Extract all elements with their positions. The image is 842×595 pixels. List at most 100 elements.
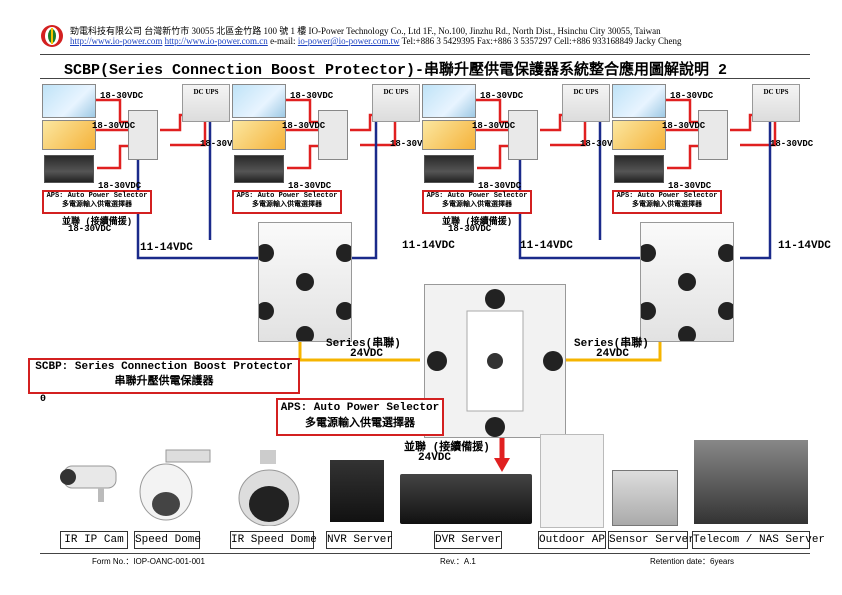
nas-server-image	[694, 440, 808, 524]
speed-dome-image	[136, 444, 216, 524]
aps-mini-2	[318, 110, 348, 160]
voltage-label: 18-30VDC	[282, 121, 326, 131]
nvr-server-image	[330, 460, 384, 522]
contact-line: http://www.io-power.com http://www.io-po…	[70, 36, 682, 46]
phone-numbers: Tel:+886 3 5429395 Fax:+886 3 5357297 Ce…	[399, 36, 682, 46]
company-logo	[40, 24, 64, 48]
aps-mini-1	[128, 110, 158, 160]
power-adapter-4	[614, 155, 664, 183]
email-link[interactable]: io-power@io-power.com.tw	[297, 36, 400, 46]
voltage-label: 18-30VDC	[68, 224, 112, 234]
dc-ups-2: DC UPS	[372, 84, 420, 122]
scbp-unit-right	[638, 222, 736, 344]
solar-wind-panel-3	[422, 84, 476, 118]
zero-marker: 0	[40, 394, 47, 405]
voltage-label: 18-30VDC	[92, 121, 136, 131]
website-cn-link[interactable]: http://www.io-power.com.cn	[164, 36, 268, 46]
parallel-label: 並聯 (接續備援)	[62, 217, 133, 227]
scbp-label-en: SCBP: Series Connection Boost Protector	[35, 361, 293, 373]
power-adapter-1	[44, 155, 94, 183]
parallel-output-label: 並聯 (接續備援)	[404, 442, 490, 454]
solar-panel-4	[612, 120, 666, 150]
voltage-label: 24VDC	[418, 452, 452, 464]
voltage-label: 11-14VDC	[778, 240, 831, 252]
voltage-label: 18-30VDC	[668, 181, 712, 191]
solar-wind-panel-1	[42, 84, 96, 118]
dvr-server-image	[400, 474, 532, 524]
parallel-label: 並聯 (接續備援)	[442, 217, 513, 227]
series-label-right: Series(串聯)	[574, 338, 649, 350]
voltage-label: 18-30VDC	[98, 181, 142, 191]
device-caption: IR Speed Dome	[230, 531, 317, 549]
power-adapter-3	[424, 155, 474, 183]
aps-label-zh: 多電源輸入供電選擇器	[442, 201, 512, 209]
aps-label-zh: 多電源輸入供電選擇器	[632, 201, 702, 209]
device-caption: Sensor Server	[608, 531, 695, 549]
voltage-label: 11-14VDC	[520, 240, 573, 252]
outdoor-ap-image	[540, 434, 604, 528]
footer-divider	[40, 553, 810, 554]
voltage-label: 18-30VDC	[200, 139, 244, 149]
scbp-label-box: SCBP: Series Connection Boost Protector …	[28, 358, 300, 394]
power-adapter-2	[234, 155, 284, 183]
voltage-label: 18-30VDC	[480, 91, 524, 101]
company-address: 勁電科技有限公司 台灣新竹市 30055 北區金竹路 100 號 1 樓 IO-…	[70, 26, 661, 36]
voltage-label: 18-30VDC	[770, 139, 814, 149]
title-divider	[40, 78, 810, 79]
voltage-label: 18-30VDC	[288, 181, 332, 191]
voltage-label: 18-30VDC	[100, 91, 144, 101]
page-title: SCBP(Series Connection Boost Protector)-…	[64, 62, 728, 79]
header-divider	[40, 54, 810, 55]
voltage-label: 18-30VDC	[390, 139, 434, 149]
voltage-label: 18-30VDC	[472, 121, 516, 131]
device-caption: Telecom / NAS Server	[692, 531, 825, 549]
dc-ups-3: DC UPS	[562, 84, 610, 122]
email-label: e-mail:	[267, 36, 298, 46]
voltage-label: 18-30VDC	[580, 139, 624, 149]
aps-label-box-1: APS: Auto Power Selector 多電源輸入供電選擇器	[42, 190, 152, 214]
series-label-left: Series(串聯)	[326, 338, 401, 350]
aps-label-en: APS: Auto Power Selector	[46, 192, 148, 200]
form-number: Form No.：IOP-OANC-001-001	[92, 557, 205, 566]
aps-label-en: APS: Auto Power Selector	[236, 192, 338, 200]
aps-label-en: APS: Auto Power Selector	[426, 192, 528, 200]
solar-wind-panel-4	[612, 84, 666, 118]
retention-date: Retention date：6years	[650, 557, 735, 566]
device-caption: IR IP Cam	[60, 531, 128, 549]
aps-label-zh: 多電源輸入供電選擇器	[252, 201, 322, 209]
output-arrowhead	[494, 458, 510, 472]
aps-label-box-4: APS: Auto Power Selector 多電源輸入供電選擇器	[612, 190, 722, 214]
ir-ip-cam-image	[58, 460, 128, 504]
solar-panel-3	[422, 120, 476, 150]
device-caption: DVR Server	[434, 531, 502, 549]
voltage-label: 18-30VDC	[290, 91, 334, 101]
device-caption: Outdoor AP	[538, 531, 606, 549]
device-caption: Speed Dome	[134, 531, 201, 549]
aps-label-box-2: APS: Auto Power Selector 多電源輸入供電選擇器	[232, 190, 342, 214]
voltage-label: 11-14VDC	[140, 242, 193, 254]
voltage-label: 24VDC	[350, 348, 384, 360]
scbp-label-zh: 串聯升壓供電保護器	[114, 376, 214, 388]
dc-ups-4: DC UPS	[752, 84, 800, 122]
scbp-unit-left	[256, 222, 354, 344]
device-caption: NVR Server	[326, 531, 393, 549]
voltage-label: 18-30VDC	[662, 121, 706, 131]
website-link[interactable]: http://www.io-power.com	[70, 36, 163, 46]
aps-main-unit	[424, 284, 566, 438]
aps-label-en: APS: Auto Power Selector	[616, 192, 718, 200]
dc-ups-1: DC UPS	[182, 84, 230, 122]
solar-panel-2	[232, 120, 286, 150]
aps-main-label-box: APS: Auto Power Selector 多電源輸入供電選擇器	[276, 398, 444, 436]
aps-main-label-en: APS: Auto Power Selector	[280, 402, 440, 414]
aps-mini-3	[508, 110, 538, 160]
solar-wind-panel-2	[232, 84, 286, 118]
aps-main-label-zh: 多電源輸入供電選擇器	[305, 418, 415, 430]
solar-panel-1	[42, 120, 96, 150]
voltage-label: 11-14VDC	[402, 240, 455, 252]
voltage-label: 18-30VDC	[478, 181, 522, 191]
revision: Rev.：A.1	[440, 557, 476, 566]
sensor-server-image	[612, 470, 678, 526]
ir-speed-dome-image	[236, 450, 302, 527]
voltage-label: 18-30VDC	[670, 91, 714, 101]
voltage-label: 18-30VDC	[448, 224, 492, 234]
